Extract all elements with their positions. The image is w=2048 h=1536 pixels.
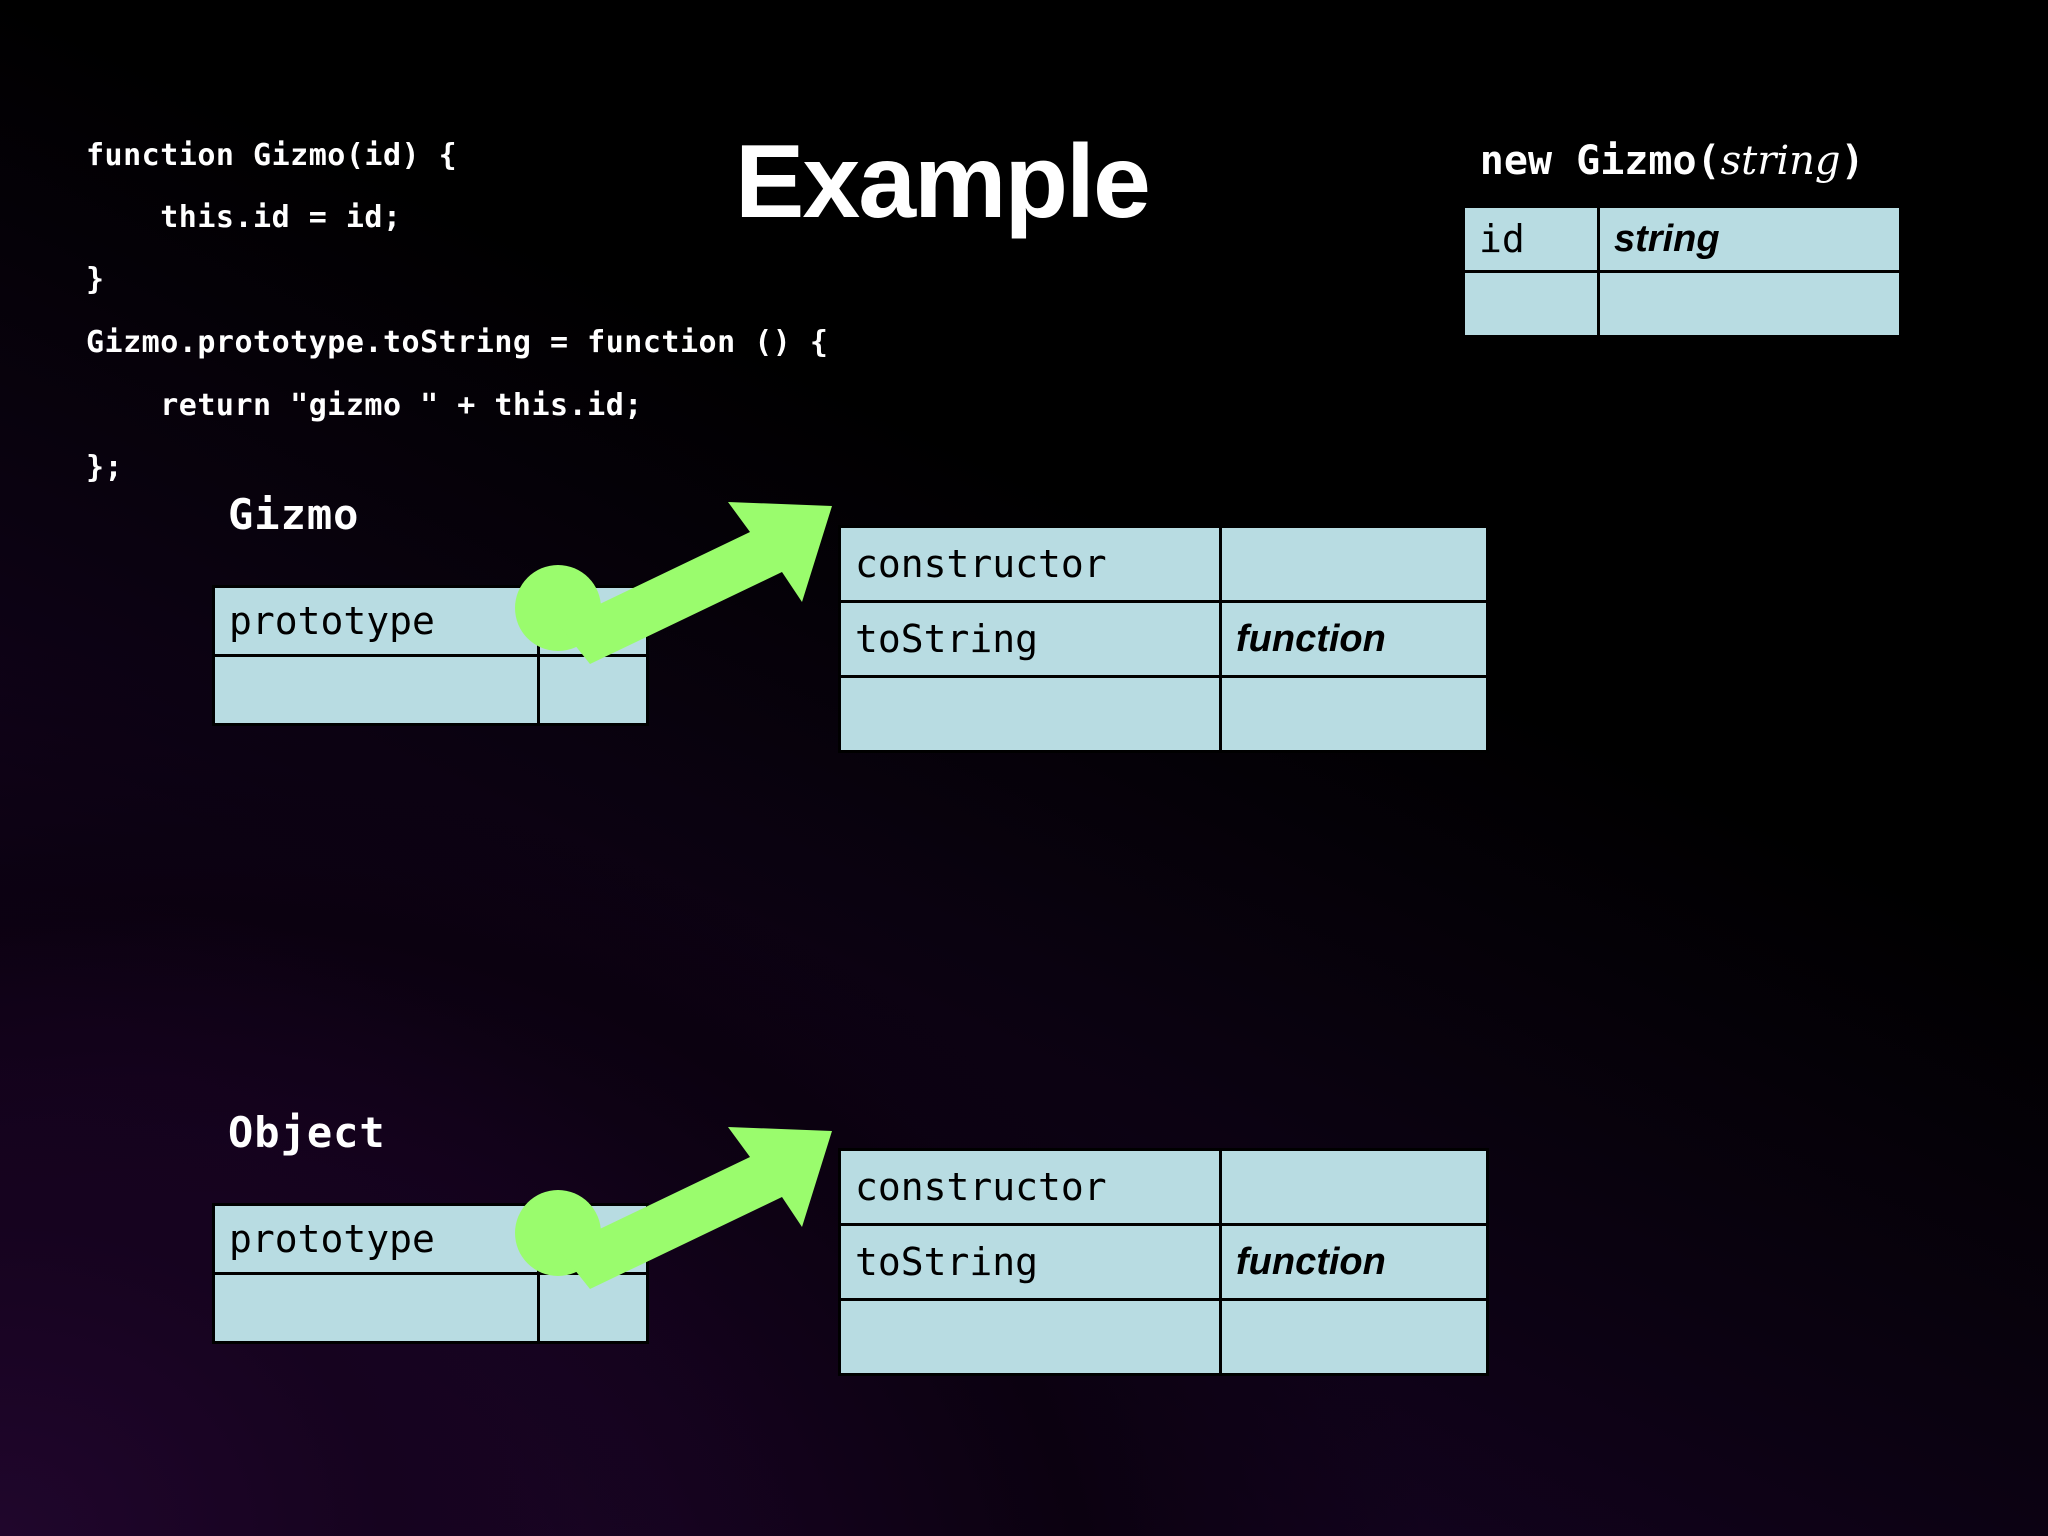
- object-member-value-2: [1219, 1298, 1489, 1376]
- instance-key-0: id: [1462, 205, 1600, 273]
- code-line-6: };: [86, 450, 124, 485]
- instance-value-0: string: [1597, 205, 1902, 273]
- table-row: constructor: [838, 1148, 1489, 1226]
- gizmo-proto-ref-1: [537, 654, 649, 726]
- instance-header-call: new Gizmo(: [1479, 138, 1721, 184]
- gizmo-proto-key-1: [212, 654, 540, 726]
- table-row: [1462, 270, 1902, 338]
- gizmo-member-key-0: constructor: [838, 525, 1222, 603]
- gizmo-members-table: constructor toString function: [838, 525, 1489, 753]
- gizmo-member-value-1: function: [1219, 600, 1489, 678]
- instance-table: id string: [1462, 205, 1902, 338]
- gizmo-member-value-0: [1219, 525, 1489, 603]
- table-row: prototype: [212, 1203, 649, 1275]
- object-proto-ref-1: [537, 1272, 649, 1344]
- object-proto-ref-0: [537, 1203, 649, 1275]
- code-line-2: this.id = id;: [86, 200, 402, 235]
- instance-value-1: [1597, 270, 1902, 338]
- gizmo-proto-ref-0: [537, 585, 649, 657]
- gizmo-member-key-2: [838, 675, 1222, 753]
- gizmo-proto-key-0: prototype: [212, 585, 540, 657]
- gizmo-prototype-table: prototype: [212, 585, 649, 726]
- instance-header: new Gizmo(string): [1462, 120, 1865, 202]
- code-line-1: function Gizmo(id) {: [86, 138, 458, 173]
- table-row: [838, 675, 1489, 753]
- object-proto-key-1: [212, 1272, 540, 1344]
- code-line-4: Gizmo.prototype.toString = function () {: [86, 325, 829, 360]
- object-member-value-1: function: [1219, 1223, 1489, 1301]
- gizmo-member-value-2: [1219, 675, 1489, 753]
- instance-header-arg: string: [1720, 138, 1841, 184]
- object-prototype-table: prototype: [212, 1203, 649, 1344]
- table-row: prototype: [212, 585, 649, 657]
- object-proto-key-0: prototype: [212, 1203, 540, 1275]
- page-title: Example: [735, 124, 1151, 240]
- table-row: id string: [1462, 205, 1902, 273]
- object-members-table: constructor toString function: [838, 1148, 1489, 1376]
- object-member-value-0: [1219, 1148, 1489, 1226]
- gizmo-label: Gizmo: [228, 490, 360, 539]
- code-line-5: return "gizmo " + this.id;: [86, 388, 643, 423]
- table-row: constructor: [838, 525, 1489, 603]
- instance-key-1: [1462, 270, 1600, 338]
- gizmo-member-key-1: toString: [838, 600, 1222, 678]
- object-member-key-0: constructor: [838, 1148, 1222, 1226]
- object-member-key-1: toString: [838, 1223, 1222, 1301]
- table-row: toString function: [838, 1223, 1489, 1301]
- object-member-key-2: [838, 1298, 1222, 1376]
- table-row: toString function: [838, 600, 1489, 678]
- object-label: Object: [228, 1108, 386, 1157]
- table-row: [212, 654, 649, 726]
- table-row: [838, 1298, 1489, 1376]
- instance-header-close: ): [1840, 138, 1865, 184]
- code-line-3: }: [86, 262, 105, 297]
- table-row: [212, 1272, 649, 1344]
